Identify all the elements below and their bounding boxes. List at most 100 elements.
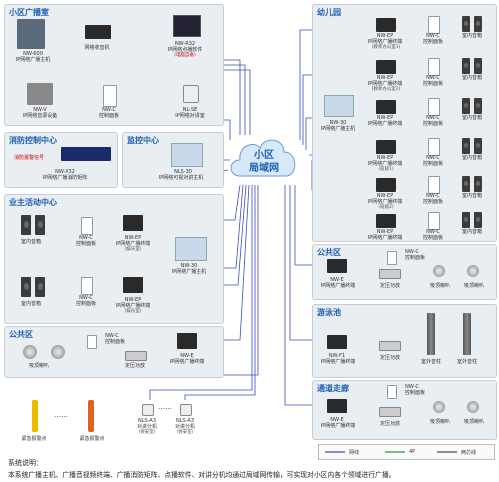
amplifier-label: 定压功放 xyxy=(379,283,400,289)
terminal-device xyxy=(177,333,197,349)
terminal-device xyxy=(327,335,347,349)
ellipsis: …… xyxy=(54,411,68,419)
corridor-panel: 通道走廊 NW-C 控制面板 NW-E IP网络广播终端 定压功放 吸顶喇叭 吸… xyxy=(312,380,497,440)
ep-terminal-name: IP网络广播终端 xyxy=(367,39,403,45)
control-panel-device xyxy=(428,212,440,230)
terminal-name: IP网络广播终端 xyxy=(320,283,356,289)
intercom-extension-icon xyxy=(142,404,154,416)
control-panel-name: 控制面板 xyxy=(75,301,96,307)
speaker-label: 室内音箱 xyxy=(461,33,482,39)
panel-title: 游泳池 xyxy=(317,308,341,317)
control-panel-model: NW-C xyxy=(426,229,440,235)
description-body: 本系统广播主机、广播音视频终端、广播消防矩阵、点播软件、对讲分机均通过局域网传输… xyxy=(8,471,396,479)
control-panel-model: NW-C xyxy=(79,235,93,241)
amplifier-device xyxy=(379,407,401,417)
ep-terminal-model: NW-EP xyxy=(124,297,142,303)
ep-terminal-device xyxy=(376,214,396,228)
cloud-label-line1: 小区 xyxy=(254,150,274,161)
amplifier-device xyxy=(379,341,401,351)
intercom-model: NL-SE xyxy=(182,107,198,113)
control-panel-name: 控制面板 xyxy=(404,390,425,396)
amplifier-label: 定压功放 xyxy=(124,363,145,369)
software-model: NW-R32 xyxy=(174,41,196,47)
ep-terminal-sub: (娱乐室) xyxy=(124,247,142,252)
ep-terminal-device xyxy=(376,178,396,192)
alarm-label: 紧急报警点 xyxy=(21,436,47,442)
description-title: 系统说明： xyxy=(8,459,43,467)
control-panel-model: NW-C xyxy=(102,107,116,113)
fire-matrix-model: NW-X32 xyxy=(55,169,75,175)
indoor-speaker-icon xyxy=(474,176,482,192)
fire-matrix-name: IP网络广播消防矩阵 xyxy=(42,175,88,181)
video-intercom-device xyxy=(171,143,203,167)
speaker-label: 室内音箱 xyxy=(461,193,482,199)
terminal-name: IP网络广播终端 xyxy=(320,423,356,429)
indoor-speaker-icon xyxy=(474,98,482,114)
ep-terminal-model: NW-EP xyxy=(376,155,394,161)
control-panel-model: NW-C xyxy=(426,155,440,161)
broadcast-host-device xyxy=(17,19,45,49)
ceiling-speaker-icon xyxy=(467,265,479,277)
ep-terminal-device xyxy=(376,18,396,32)
ep-terminal-name: IP网络广播终端 xyxy=(115,241,151,247)
kindergarten-host-device xyxy=(324,95,354,117)
indoor-speaker-icon xyxy=(35,277,45,297)
indoor-speaker-icon xyxy=(35,215,45,235)
control-panel-model: NW-C xyxy=(405,384,419,390)
control-panel-name: 控制面板 xyxy=(422,81,443,87)
ep-terminal-name: IP网络广播终端 xyxy=(115,303,151,309)
activity-center-panel: 业主活动中心 室内音箱 NW-C 控制面板 NW-EP IP网络广播终端 (娱乐… xyxy=(4,194,224,324)
intercom-name: IP网络对讲室 xyxy=(175,113,205,119)
broadcast-host-name: IP网络广播主机 xyxy=(15,57,51,63)
audio-source-model: NW-V xyxy=(33,107,47,113)
terminal-device xyxy=(327,259,347,273)
video-intercom-model: NLS-30 xyxy=(174,169,192,175)
ceiling-speaker-icon xyxy=(467,401,479,413)
column-label: 室外音柱 xyxy=(420,359,441,365)
ep-terminal-device xyxy=(376,60,396,74)
intercom-sub: (保安室) xyxy=(176,430,194,435)
indoor-speaker-icon xyxy=(474,212,482,228)
control-panel-model: NW-C xyxy=(105,333,119,339)
software-sub: (电脑自备) xyxy=(174,53,196,58)
ep-terminal-name: IP网络广播终端 xyxy=(367,81,403,87)
collector-label: 网络收音机 xyxy=(84,45,110,51)
indoor-speaker-icon xyxy=(21,277,31,297)
legend-swatches xyxy=(325,451,457,453)
pool-panel: 游泳池 NW-F1 IP网络广播终端 定压功放 室外音柱 室外音柱 xyxy=(312,304,497,378)
monitor-center-panel: 监控中心 NLS-30 IP网络可视对讲主机 xyxy=(122,132,224,188)
ep-terminal-device xyxy=(123,215,143,231)
control-panel-device xyxy=(428,16,440,34)
ep-terminal-model: NW-EP xyxy=(376,33,394,39)
control-panel-name: 控制面板 xyxy=(422,121,443,127)
control-panel-model: NW-C xyxy=(426,115,440,121)
intercom-model: NLS-A3 xyxy=(176,418,194,424)
fire-signal-label: 消防报警信号 xyxy=(13,155,44,161)
ep-terminal-sub: (教师办公室2) xyxy=(371,87,401,92)
audio-source-device xyxy=(27,83,53,105)
ep-terminal-device xyxy=(376,140,396,154)
ep-terminal-device xyxy=(376,100,396,114)
audio-source-name: IP网络音源设备 xyxy=(22,113,58,119)
ceiling-speaker-label: 吸顶喇叭 xyxy=(28,363,49,369)
intercom-sub: (保安室) xyxy=(138,430,156,435)
ceiling-speaker-label: 吸顶喇叭 xyxy=(463,283,484,289)
terminal-model: NW-E xyxy=(330,277,344,283)
ep-terminal-sub: (班级2) xyxy=(378,205,394,210)
ep-terminal-device xyxy=(123,277,143,293)
ceiling-speaker-label: 吸顶喇叭 xyxy=(463,419,484,425)
terminal-name: IP网络广播终端 xyxy=(169,359,205,365)
ellipsis: …… xyxy=(158,403,172,411)
indoor-speaker-icon xyxy=(474,138,482,154)
kindergarten-panel: 幼儿园 xyxy=(312,4,497,242)
alarm-post-icon xyxy=(32,400,38,432)
column-label: 室外音柱 xyxy=(456,359,477,365)
ceiling-speaker-icon xyxy=(51,345,65,359)
video-intercom-name: IP网络可视对讲主机 xyxy=(158,175,204,181)
ep-terminal-model: NW-EP xyxy=(376,75,394,81)
control-panel-name: 控制面板 xyxy=(75,241,96,247)
speaker-label: 室内音箱 xyxy=(20,301,41,307)
control-panel-device xyxy=(428,176,440,194)
indoor-speaker-icon xyxy=(474,58,482,74)
speaker-label: 室内音箱 xyxy=(461,75,482,81)
